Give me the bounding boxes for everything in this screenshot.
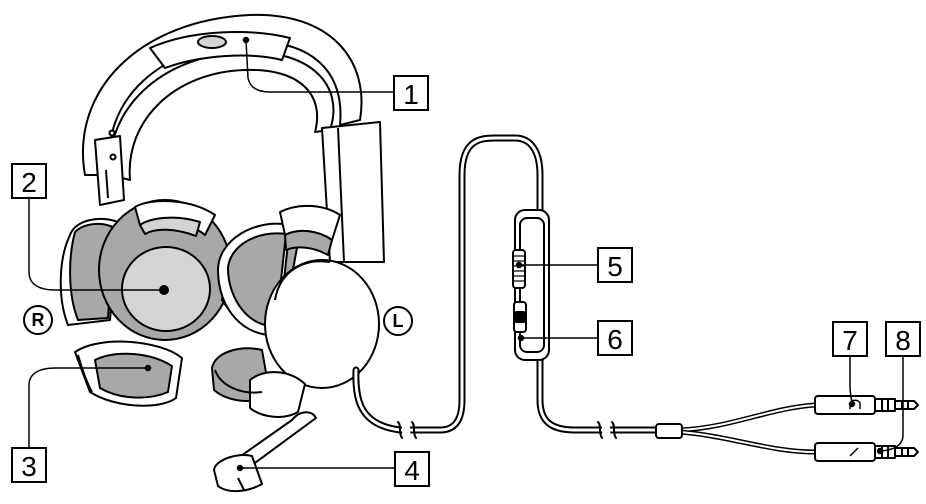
leader-lines (28, 36, 904, 472)
callout-6-label: 6 (607, 324, 623, 355)
callout-1-label: 1 (403, 79, 419, 110)
microphone-boom (211, 347, 317, 492)
callout-3-label: 3 (21, 451, 37, 482)
headphone-plug (814, 395, 919, 415)
callout-1: 1 (393, 75, 429, 111)
callout-6: 6 (597, 320, 633, 356)
headband (82, 13, 385, 263)
volume-wheel[interactable] (512, 249, 526, 289)
callout-8-label: 8 (895, 325, 911, 356)
callout-4-label: 4 (404, 455, 420, 486)
callout-7-label: 7 (842, 325, 858, 356)
side-marker-right-label: R (32, 310, 45, 330)
side-marker-right: R (23, 305, 53, 335)
callout-5: 5 (597, 247, 633, 283)
cable-splitter (655, 423, 683, 439)
callout-3: 3 (11, 447, 47, 483)
ear-pad (74, 340, 183, 407)
callout-2: 2 (11, 163, 47, 199)
side-marker-left-label: L (393, 311, 404, 331)
inline-control (512, 209, 550, 361)
side-marker-left: L (383, 306, 413, 336)
callout-8: 8 (885, 321, 921, 357)
callout-7: 7 (832, 321, 868, 357)
microphone-symbol-icon (849, 447, 859, 457)
callout-5-label: 5 (607, 251, 623, 282)
right-ear-cup (59, 199, 232, 341)
microphone-plug (814, 442, 919, 462)
callout-2-label: 2 (21, 167, 37, 198)
callout-4: 4 (394, 451, 430, 487)
left-ear-cup (217, 204, 380, 389)
cable (352, 134, 818, 455)
